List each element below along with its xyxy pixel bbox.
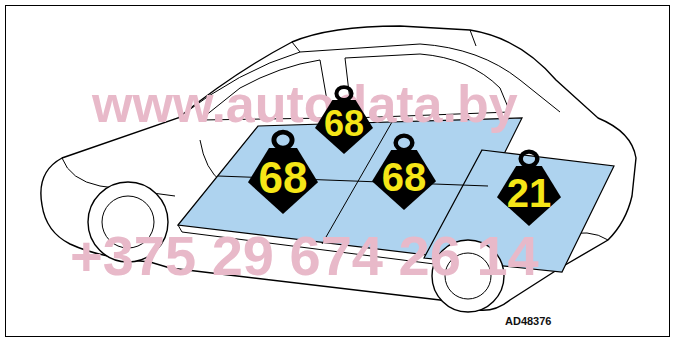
watermark-phone: +375 29 674 26 14 — [70, 228, 539, 284]
weight-value: 68 — [315, 106, 373, 142]
watermark-url: www.autodata.by — [92, 78, 518, 130]
weight-symbol: 21 — [497, 166, 561, 226]
weight-value: 21 — [497, 173, 561, 213]
weight-symbol: 68 — [248, 148, 318, 214]
figure-code: AD48376 — [505, 316, 551, 327]
weight-symbol: 68 — [315, 100, 373, 154]
weight-symbol: 68 — [372, 150, 436, 210]
weight-value: 68 — [372, 157, 436, 197]
weight-value: 68 — [248, 156, 318, 200]
